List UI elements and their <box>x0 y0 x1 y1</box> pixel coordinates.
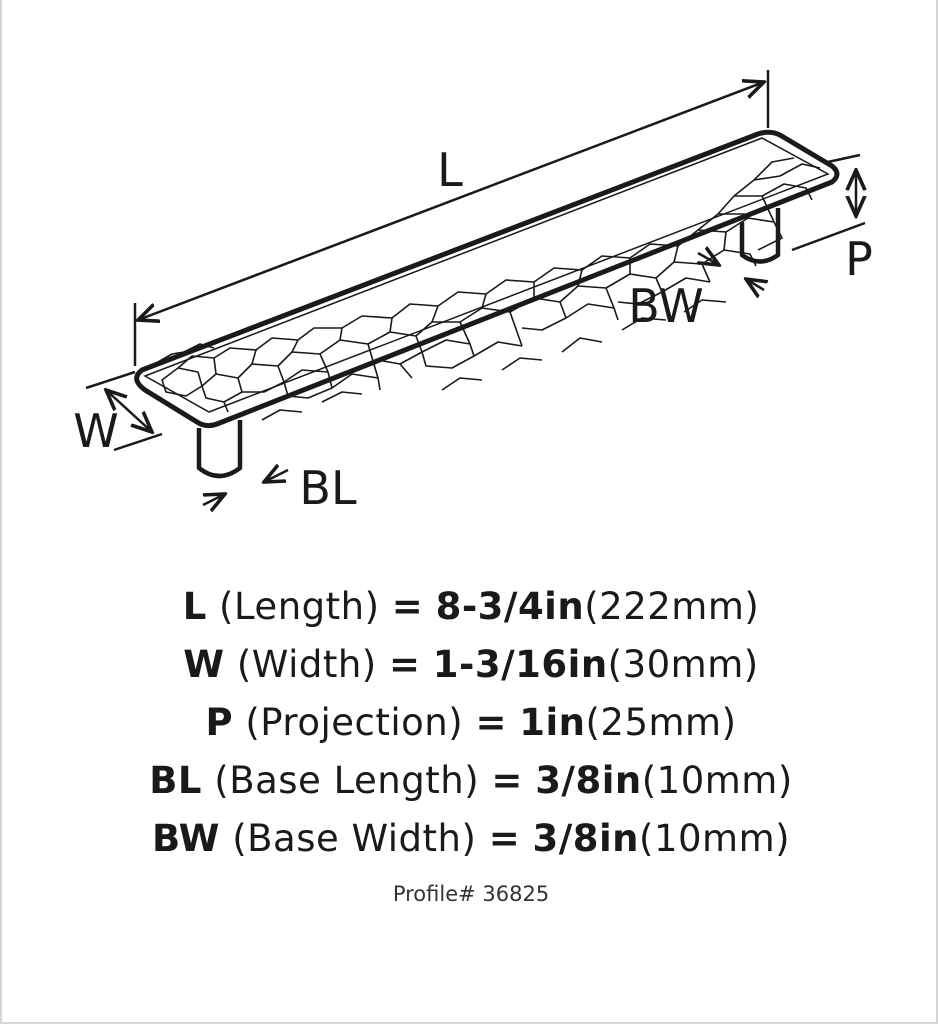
spec-inch-value: 3/8in <box>535 759 642 802</box>
spec-abbr: W <box>183 643 225 686</box>
length-label: L <box>437 143 463 197</box>
spec-equals: = <box>391 585 424 628</box>
specifications-list: L (Length) = 8-3/4in(222mm) W (Width) = … <box>2 578 938 868</box>
projection-label: P <box>845 232 873 286</box>
spec-equals: = <box>475 701 507 744</box>
width-dimension: W <box>73 370 163 458</box>
spec-inch-value: 8-3/4in <box>435 585 585 628</box>
spec-description: (Projection) <box>245 701 464 744</box>
handle-bar <box>134 129 840 429</box>
base-length-dimension: BL <box>202 461 357 515</box>
spec-abbr: P <box>205 701 234 744</box>
spec-row-projection: P (Projection) = 1in(25mm) <box>2 694 938 752</box>
spec-mm-value: (10mm) <box>641 759 793 802</box>
hammered-texture <box>157 157 821 421</box>
spec-equals: = <box>488 817 521 860</box>
handle-post-left <box>196 420 243 479</box>
spec-abbr: L <box>182 585 207 628</box>
spec-mm-value: (222mm) <box>584 585 760 628</box>
spec-description: (Length) <box>219 585 380 628</box>
spec-mm-value: (30mm) <box>607 643 759 686</box>
spec-mm-value: (25mm) <box>585 701 737 744</box>
length-dimension: L <box>133 70 770 366</box>
projection-dimension: P <box>791 153 873 286</box>
profile-number: Profile# 36825 <box>392 882 550 906</box>
spec-abbr: BL <box>149 759 203 802</box>
spec-description: (Base Length) <box>214 759 480 802</box>
spec-abbr: BW <box>151 817 220 860</box>
spec-row-length: L (Length) = 8-3/4in(222mm) <box>2 578 938 636</box>
spec-inch-value: 3/8in <box>532 817 640 860</box>
base-length-label: BL <box>299 461 357 515</box>
spec-description: (Base Width) <box>232 817 477 860</box>
spec-inch-value: 1-3/16in <box>432 643 608 686</box>
spec-inch-value: 1in <box>519 701 586 744</box>
width-label: W <box>73 404 118 458</box>
spec-equals: = <box>389 643 421 686</box>
spec-row-base-length: BL (Base Length) = 3/8in(10mm) <box>2 752 938 810</box>
spec-row-base-width: BW (Base Width) = 3/8in(10mm) <box>2 810 938 868</box>
spec-equals: = <box>491 759 523 802</box>
spec-mm-value: (10mm) <box>639 817 791 860</box>
handle-dimension-drawing: L W P BW BL <box>73 70 873 515</box>
spec-description: (Width) <box>236 643 377 686</box>
base-width-label: BW <box>628 279 703 333</box>
base-width-dimension: BW <box>628 253 764 333</box>
spec-row-width: W (Width) = 1-3/16in(30mm) <box>2 636 938 694</box>
